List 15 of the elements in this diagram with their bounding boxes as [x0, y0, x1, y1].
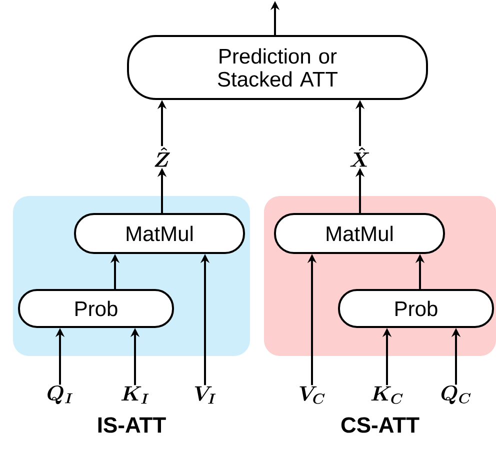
panel-heading: IS-ATT [98, 417, 166, 433]
process-box: MatMul [74, 213, 245, 254]
math-symbol: $\hat{Z}$ [154, 147, 170, 167]
math-symbol: $\hat{X}$ [350, 147, 370, 167]
math-symbol: $Q_I$ [48, 386, 73, 404]
process-box: MatMul [274, 213, 445, 254]
math-symbol: $V_C$ [300, 386, 325, 404]
panel-heading: CS-ATT [341, 417, 420, 433]
math-symbol: $Q_C$ [441, 386, 471, 404]
process-box: Prob [18, 289, 174, 328]
process-box: Prediction or Stacked ATT [127, 35, 428, 100]
process-box: Prob [338, 289, 494, 328]
math-symbol: $V_I$ [194, 386, 216, 404]
math-symbol: $K_I$ [121, 386, 149, 404]
math-symbol: $K_C$ [371, 386, 403, 404]
